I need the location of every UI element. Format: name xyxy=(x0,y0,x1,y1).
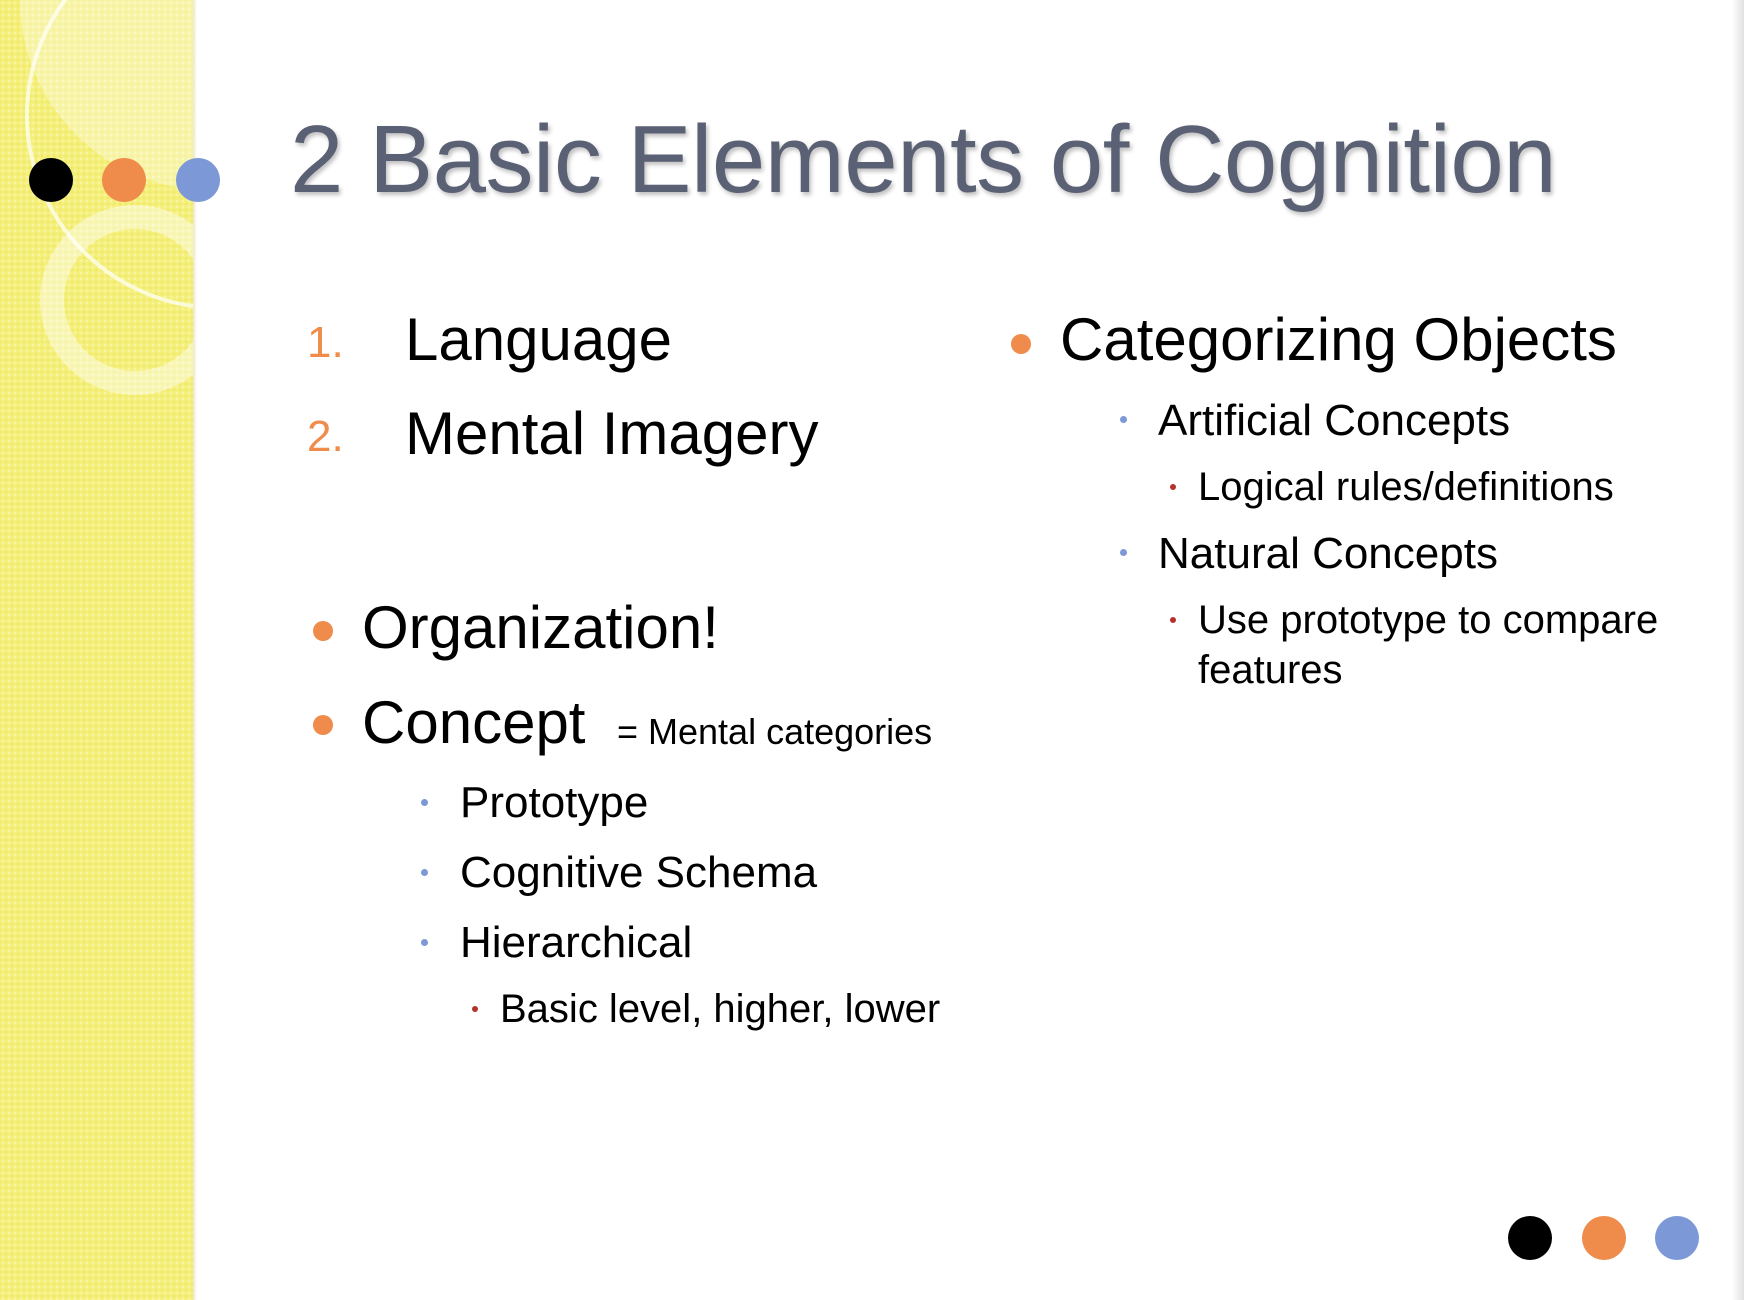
sub-bullet-icon xyxy=(421,939,428,946)
concept-subitem-cognitive-schema: Cognitive Schema xyxy=(460,848,818,897)
slide-title: 2 Basic Elements of Cognition xyxy=(290,106,1557,213)
bullet-icon xyxy=(1011,334,1031,354)
logical-rules-item: Logical rules/definitions xyxy=(1198,465,1614,509)
decorative-ring-small xyxy=(40,205,230,395)
list-item-language: Language xyxy=(405,306,672,373)
bullet-concept: Concept xyxy=(362,689,586,756)
categorizing-objects-heading: Categorizing Objects xyxy=(1060,306,1617,373)
use-prototype-item-continued: features xyxy=(1198,648,1343,692)
dot-blue-icon xyxy=(1655,1216,1699,1260)
bullet-organization: Organization! xyxy=(362,594,719,661)
list-item-mental-imagery: Mental Imagery xyxy=(405,400,819,467)
list-number: 2. xyxy=(307,412,344,461)
dot-blue-icon xyxy=(176,158,220,202)
sub-sub-bullet-icon xyxy=(472,1006,478,1012)
bullet-icon xyxy=(313,715,333,735)
dot-orange-icon xyxy=(102,158,146,202)
sub-sub-bullet-icon xyxy=(1170,484,1176,490)
dot-orange-icon xyxy=(1582,1216,1626,1260)
dot-black-icon xyxy=(29,158,73,202)
use-prototype-item: Use prototype to compare xyxy=(1198,598,1659,642)
slide-edge-shadow xyxy=(1732,0,1744,1300)
sub-bullet-icon xyxy=(1120,549,1127,556)
artificial-concepts-item: Artificial Concepts xyxy=(1158,396,1511,445)
sub-bullet-icon xyxy=(421,799,428,806)
sub-bullet-icon xyxy=(421,869,428,876)
list-number: 1. xyxy=(307,318,344,367)
concept-subitem-hierarchical: Hierarchical xyxy=(460,918,693,967)
sub-sub-bullet-icon xyxy=(1170,617,1176,623)
bullet-icon xyxy=(313,621,333,641)
natural-concepts-item: Natural Concepts xyxy=(1158,529,1498,578)
concept-subitem-prototype: Prototype xyxy=(460,778,649,827)
hierarchical-subitem: Basic level, higher, lower xyxy=(500,987,941,1031)
concept-annotation: = Mental categories xyxy=(617,711,933,752)
sub-bullet-icon xyxy=(1120,416,1127,423)
dot-black-icon xyxy=(1508,1216,1552,1260)
band-edge xyxy=(193,0,197,1300)
